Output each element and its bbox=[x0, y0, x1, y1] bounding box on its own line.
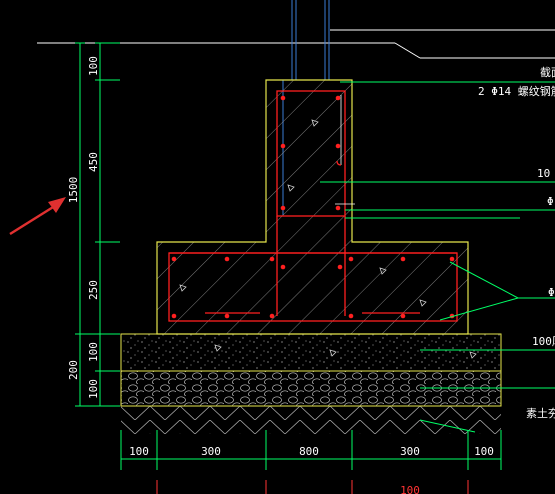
soil-hatch bbox=[121, 406, 501, 434]
dim-cushion-100b: 100 bbox=[87, 379, 100, 399]
dim-cushion-200: 200 bbox=[67, 360, 80, 380]
annotation-labels: 截面 2 Φ14 螺纹钢筋, 10 Φ Φ 100厚 素土夯实 bbox=[478, 65, 555, 420]
dim-right-100: 100 bbox=[474, 445, 494, 458]
dim-cushion-100a: 100 bbox=[87, 342, 100, 362]
bottom-red-lines bbox=[156, 480, 469, 494]
arrow-icon bbox=[9, 197, 66, 236]
label-phi-1: Φ bbox=[547, 195, 554, 208]
rebar-dots bbox=[171, 95, 455, 319]
dim-bottom-red-100: 100 bbox=[400, 484, 420, 494]
dim-total-1500: 1500 bbox=[67, 177, 80, 204]
dim-left-300: 300 bbox=[201, 445, 221, 458]
dim-center-800: 800 bbox=[299, 445, 319, 458]
label-concrete: 100厚 bbox=[532, 335, 555, 348]
leader-lines bbox=[320, 81, 555, 433]
label-rebar: 2 Φ14 螺纹钢筋, bbox=[478, 84, 555, 98]
label-stirrup: 10 bbox=[537, 167, 550, 180]
dim-base-250: 250 bbox=[87, 280, 100, 300]
dim-left-100: 100 bbox=[129, 445, 149, 458]
dim-top-100: 100 bbox=[87, 56, 100, 76]
dim-mid-450: 450 bbox=[87, 152, 100, 172]
label-soil: 素土夯实 bbox=[526, 406, 555, 420]
concrete-marks bbox=[179, 119, 477, 359]
vertical-dimensions bbox=[75, 42, 120, 407]
horizontal-dimensions bbox=[120, 430, 502, 470]
rebar-cage bbox=[168, 90, 458, 322]
concrete-cushion bbox=[120, 333, 502, 372]
label-section: 截面 bbox=[540, 65, 555, 79]
dim-right-300: 300 bbox=[400, 445, 420, 458]
label-phi-2: Φ bbox=[548, 286, 555, 299]
horizontal-dim-labels: 100 300 800 300 100 100 bbox=[129, 445, 494, 494]
footing-body bbox=[156, 79, 469, 335]
vertical-dim-labels: 100 450 250 100 100 200 1500 bbox=[67, 56, 100, 399]
